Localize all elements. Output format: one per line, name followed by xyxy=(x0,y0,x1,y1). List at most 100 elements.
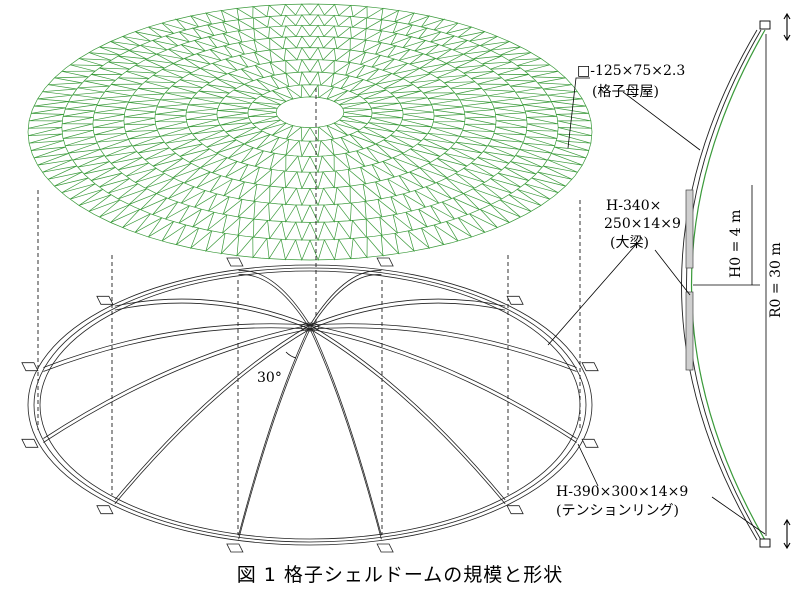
lattice-web xyxy=(510,85,543,93)
lattice-web xyxy=(427,98,460,105)
lattice-web xyxy=(88,52,120,61)
lattice-web xyxy=(326,122,349,136)
lattice-web xyxy=(233,89,263,100)
lattice-web xyxy=(309,83,320,98)
lattice-web xyxy=(108,61,138,70)
lattice-web xyxy=(269,169,285,188)
lattice-web xyxy=(352,237,368,259)
lattice-web xyxy=(236,7,253,20)
lattice-web xyxy=(28,120,63,129)
lattice-web xyxy=(409,167,436,184)
beam-section-label-1: H-340× xyxy=(606,198,661,214)
lattice-web xyxy=(323,25,339,38)
lattice-web xyxy=(206,212,228,232)
lattice-web xyxy=(345,65,366,78)
lattice-web xyxy=(318,86,335,100)
lattice-web xyxy=(270,75,289,89)
lattice-web xyxy=(402,73,431,84)
tension-ring-line-2 xyxy=(39,270,581,540)
lattice-web xyxy=(269,153,287,171)
lattice-web xyxy=(300,83,311,98)
lattice-web xyxy=(152,40,178,51)
lattice-web xyxy=(446,217,472,238)
lattice-web xyxy=(161,221,187,242)
lattice-web xyxy=(508,189,542,206)
lattice-web xyxy=(463,162,495,177)
lattice-web xyxy=(366,73,392,85)
lattice-web xyxy=(430,35,455,46)
lattice-web xyxy=(248,111,278,117)
lattice-web xyxy=(94,107,127,115)
lattice-web xyxy=(419,63,448,74)
main-beam-edge xyxy=(309,323,577,368)
lattice-web xyxy=(371,58,395,71)
lattice-web xyxy=(172,63,201,74)
lattice-web xyxy=(333,119,360,131)
lattice-web xyxy=(285,125,302,140)
lattice-web xyxy=(455,64,485,74)
lattice-web xyxy=(96,101,129,109)
lattice-web xyxy=(283,170,298,189)
lattice-web xyxy=(402,108,434,115)
lattice-web xyxy=(269,49,285,63)
main-beam-edge xyxy=(309,328,382,540)
leader-purlin-right xyxy=(622,91,701,151)
lattice-web xyxy=(216,78,245,89)
lattice-web xyxy=(473,55,502,65)
lattice-web xyxy=(222,214,241,234)
lattice-web xyxy=(410,79,441,89)
lattice-web xyxy=(128,99,161,107)
leader-lines xyxy=(547,77,766,535)
lattice-web xyxy=(493,107,526,115)
purlin-section-label: □-125×75×2.3 xyxy=(577,63,685,79)
lattice-web xyxy=(297,156,311,174)
lattice-web xyxy=(371,112,403,119)
lattice-web xyxy=(124,111,156,119)
lattice-web xyxy=(54,171,89,187)
lattice-web xyxy=(285,86,302,100)
lattice-web xyxy=(375,45,397,58)
lattice-web xyxy=(390,193,413,213)
lattice-web xyxy=(233,126,263,139)
lattice-web xyxy=(463,71,495,79)
main-beam-structure xyxy=(21,257,599,553)
lattice-web xyxy=(398,53,424,65)
lattice-web xyxy=(524,177,559,194)
lattice-web xyxy=(493,126,526,136)
lattice-web xyxy=(377,32,398,45)
lattice-web xyxy=(483,145,516,157)
lattice-web xyxy=(189,227,212,250)
lattice-web xyxy=(431,121,464,130)
lattice-web xyxy=(331,75,350,89)
purlin-name-label: (格子母屋) xyxy=(592,84,659,100)
lattice-web xyxy=(88,194,121,212)
lattice-web xyxy=(531,171,566,187)
lattice-web xyxy=(137,87,170,95)
lattice-web xyxy=(309,71,322,86)
support-icon xyxy=(759,20,771,30)
lattice-ring-8 xyxy=(27,3,593,261)
lattice-web xyxy=(180,186,206,204)
lattice-web xyxy=(309,156,323,174)
lattice-web xyxy=(223,45,245,58)
support-icon xyxy=(581,362,599,372)
lattice-web xyxy=(54,76,89,84)
lattice-ring-5 xyxy=(123,35,497,206)
lattice-web xyxy=(526,117,559,125)
lattice-web xyxy=(117,157,149,171)
lattice-web xyxy=(517,64,551,72)
lattice-web xyxy=(252,115,281,125)
elevation-lattice-line xyxy=(690,29,766,541)
lattice-web xyxy=(444,147,476,161)
lattice-web xyxy=(298,71,311,86)
lattice-web xyxy=(348,51,367,65)
lattice-web xyxy=(61,123,94,132)
lattice-purlin-roof xyxy=(27,3,593,261)
lattice-web xyxy=(298,140,311,158)
main-beam-edge xyxy=(309,327,577,372)
lattice-web xyxy=(200,67,228,79)
lattice-web xyxy=(220,9,239,22)
beam-section-label-2: 250×14×9 xyxy=(604,216,681,232)
lattice-web xyxy=(217,112,249,119)
elevation-beam-edge xyxy=(686,29,762,541)
